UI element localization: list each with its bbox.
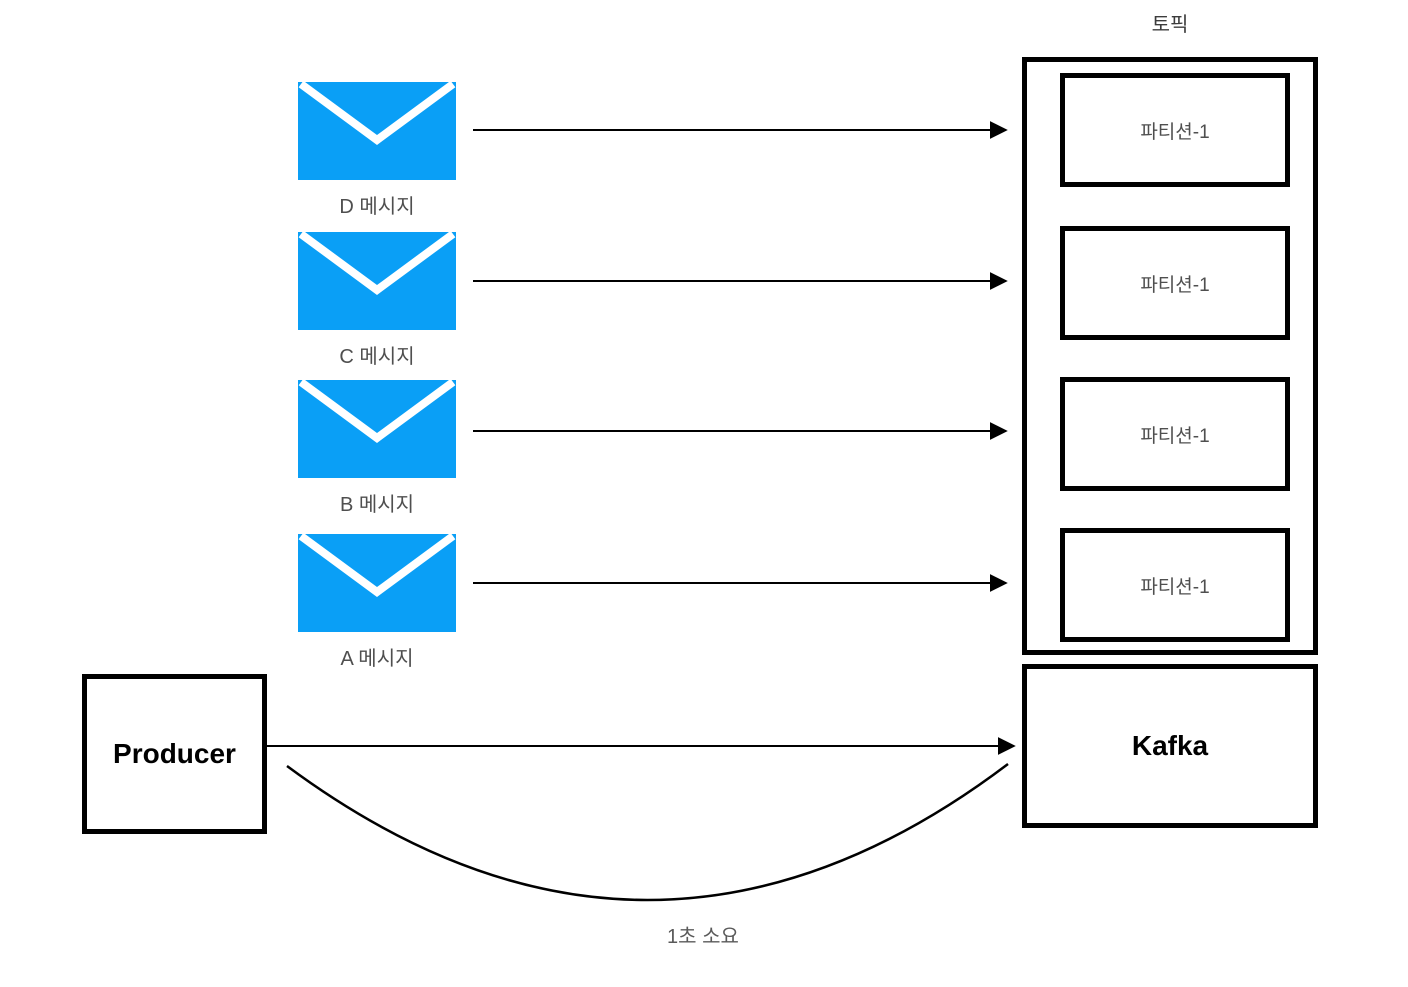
partition-label: 파티션-1 [1140, 576, 1210, 598]
envelope-icon [298, 82, 456, 180]
message-label: C 메시지 [339, 346, 415, 368]
curve-producer-to-kafka [286, 763, 1009, 902]
message-label: B 메시지 [339, 494, 415, 516]
partition-label: 파티션-1 [1140, 425, 1210, 447]
partition-box: 파티션-1 [1060, 73, 1290, 187]
kafka-box: Kafka [1022, 664, 1318, 828]
partition-box: 파티션-1 [1060, 377, 1290, 491]
topic-container: 파티션-1 파티션-1 파티션-1 파티션-1 [1022, 57, 1318, 655]
message-b: B 메시지 [298, 380, 456, 516]
producer-label: Producer [113, 738, 236, 769]
envelope-icon [298, 232, 456, 330]
partition-label: 파티션-1 [1140, 121, 1210, 143]
message-c: C 메시지 [298, 232, 456, 368]
envelope-icon [298, 380, 456, 478]
partition-box: 파티션-1 [1060, 528, 1290, 642]
producer-box: Producer [82, 674, 267, 834]
message-d: D 메시지 [298, 82, 456, 218]
latency-label: 1초 소요 [667, 926, 739, 948]
message-label: A 메시지 [340, 648, 414, 670]
message-label: D 메시지 [339, 196, 415, 218]
topic-label: 토픽 [1151, 14, 1189, 36]
message-a: A 메시지 [298, 534, 456, 670]
partition-box: 파티션-1 [1060, 226, 1290, 340]
kafka-label: Kafka [1131, 730, 1209, 761]
partition-label: 파티션-1 [1140, 274, 1210, 296]
envelope-icon [298, 534, 456, 632]
